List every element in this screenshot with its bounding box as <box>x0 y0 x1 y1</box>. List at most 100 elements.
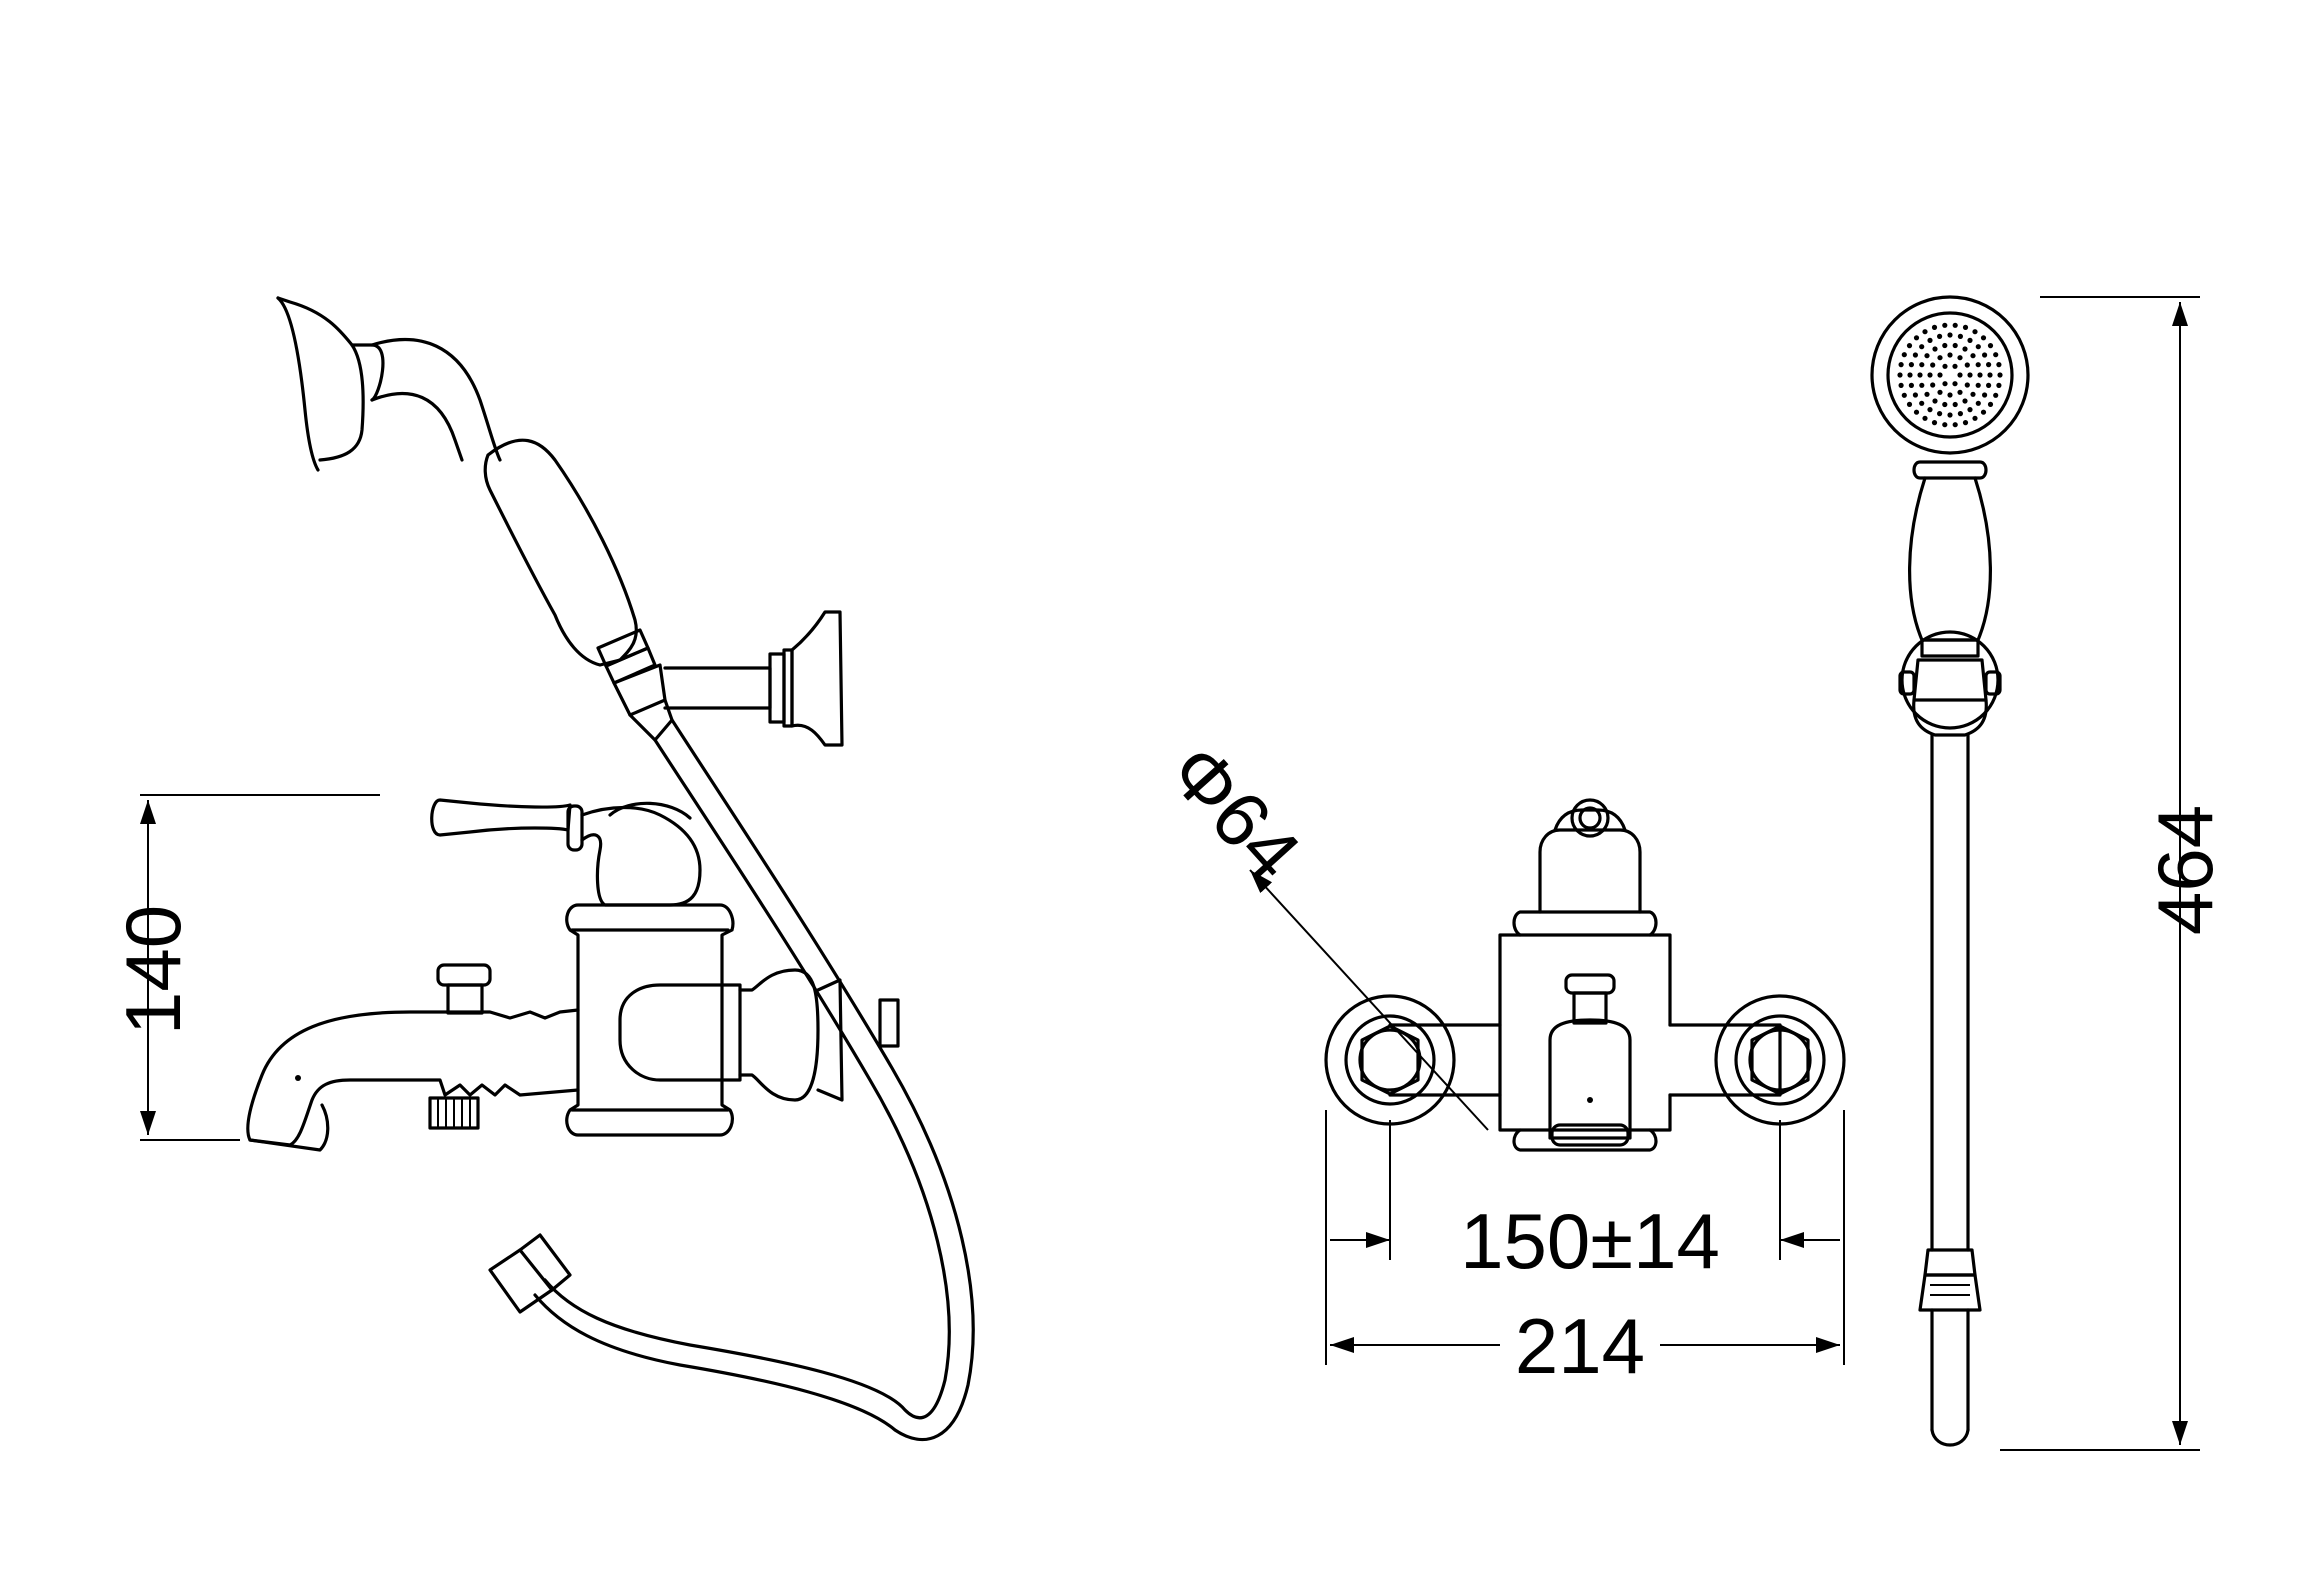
dimension-214-label: 214 <box>1515 1302 1645 1390</box>
nozzle-dot <box>1919 382 1925 388</box>
shower-handle-side <box>483 438 657 685</box>
nozzle-dot <box>1993 352 1999 358</box>
dimension-214: 214 <box>1325 1110 1845 1390</box>
nozzle-dot <box>1937 411 1943 417</box>
nozzle-dot <box>1947 352 1953 358</box>
nozzle-dot <box>1931 324 1938 330</box>
nozzle-dot <box>1952 422 1958 428</box>
nozzle-dot <box>1972 329 1978 335</box>
nozzle-dot <box>1957 389 1963 395</box>
nozzle-dot <box>1957 372 1963 378</box>
nozzle-dot <box>1930 362 1936 368</box>
wall-holder-side <box>612 610 844 747</box>
nozzle-dot <box>1919 344 1925 350</box>
shower-nozzles <box>1897 322 2003 428</box>
nozzle-dot <box>1898 362 1904 368</box>
nozzle-dot <box>1942 322 1948 328</box>
nozzle-dot <box>1964 382 1970 388</box>
hand-shower-head-side <box>276 296 502 472</box>
hose-front <box>1918 733 1982 1447</box>
nozzle-dot <box>1987 401 1994 407</box>
shower-handle-front <box>1908 460 1992 658</box>
nozzle-dot <box>1907 372 1913 378</box>
nozzle-dot <box>1917 372 1923 378</box>
nozzle-dot <box>1952 381 1958 387</box>
mixer-body-front <box>1388 910 1782 1152</box>
wall-holder-front <box>1898 630 2002 737</box>
lever-front <box>1538 798 1642 914</box>
nozzle-dot <box>1947 412 1953 418</box>
nozzle-dot <box>1977 372 1983 378</box>
dimension-140-label: 140 <box>109 905 197 1035</box>
nozzle-dot <box>1993 392 1999 398</box>
dimension-464-label: 464 <box>2141 805 2229 935</box>
nozzle-dot <box>1972 415 1978 421</box>
nozzle-dot <box>1942 401 1948 408</box>
nozzle-dot <box>1962 420 1969 426</box>
nozzle-dot <box>1919 362 1925 368</box>
nozzle-dot <box>1996 362 2002 368</box>
lever-handle-side <box>430 798 702 907</box>
dimension-diameter-label: Φ64 <box>1153 727 1318 897</box>
nozzle-dot <box>1952 401 1958 408</box>
nozzle-dot <box>1962 324 1969 330</box>
nozzle-dot <box>1996 382 2002 388</box>
dimension-150-label: 150±14 <box>1460 1197 1720 1285</box>
nozzle-dot <box>1924 353 1930 359</box>
nozzle-dot <box>1980 409 1987 415</box>
nozzle-dot <box>1930 382 1936 388</box>
nozzle-dot <box>1957 411 1963 417</box>
spout-front <box>1548 1018 1632 1147</box>
nozzle-dot <box>1932 398 1938 404</box>
shower-head-front <box>1870 295 2030 455</box>
nozzle-dot <box>1901 352 1907 358</box>
nozzle-dot <box>1937 389 1943 395</box>
nozzle-dot <box>1913 409 1920 415</box>
dimension-464: 464 <box>2000 296 2229 1451</box>
front-view: Φ64 150±14 214 <box>1153 727 1846 1390</box>
nozzle-dot <box>1962 346 1968 352</box>
nozzle-dot <box>1924 391 1930 397</box>
nozzle-dot <box>1942 363 1948 369</box>
hose-side <box>488 718 975 1442</box>
hand-shower-front-view: 464 <box>1870 295 2229 1451</box>
nozzle-dot <box>1987 343 1994 349</box>
nozzle-dot <box>1931 420 1938 426</box>
nozzle-dot <box>1901 392 1907 398</box>
nozzle-dot <box>1906 343 1913 349</box>
nozzle-dot <box>1962 398 1968 404</box>
nozzle-dot <box>1947 392 1953 398</box>
nozzle-dot <box>1980 335 1987 341</box>
nozzle-dot <box>1970 391 1976 397</box>
nozzle-dot <box>1997 372 2003 378</box>
nozzle-dot <box>1952 363 1958 369</box>
dimension-150: 150±14 <box>1330 1120 1840 1285</box>
diverter-front <box>1564 973 1616 1025</box>
nozzle-dot <box>1932 346 1938 352</box>
diverter-knob-side <box>436 963 492 1015</box>
nozzle-dot <box>1912 392 1918 398</box>
nozzle-dot <box>1898 382 1904 388</box>
nozzle-dot <box>1942 381 1948 387</box>
nozzle-dot <box>1927 407 1933 413</box>
mixer-body-side <box>565 903 900 1137</box>
nozzle-dot <box>1967 337 1973 343</box>
nozzle-dot <box>1970 353 1976 359</box>
nozzle-dot <box>1975 362 1981 368</box>
nozzle-dot <box>1952 322 1958 328</box>
nozzle-dot <box>1957 355 1963 361</box>
nozzle-dot <box>1912 352 1918 358</box>
nozzle-dot <box>1908 362 1914 368</box>
nozzle-dot <box>1957 333 1963 339</box>
nozzle-dot <box>1952 342 1958 349</box>
nozzle-dot <box>1922 329 1928 335</box>
left-escutcheon <box>1324 994 1456 1126</box>
nozzle-dot <box>1919 400 1925 406</box>
nozzle-dot <box>1937 372 1943 378</box>
nozzle-dot <box>1942 342 1948 349</box>
nozzle-dot <box>1937 333 1943 339</box>
nozzle-dot <box>1975 400 1981 406</box>
nozzle-dot <box>1927 337 1933 343</box>
nozzle-dot <box>1964 362 1970 368</box>
